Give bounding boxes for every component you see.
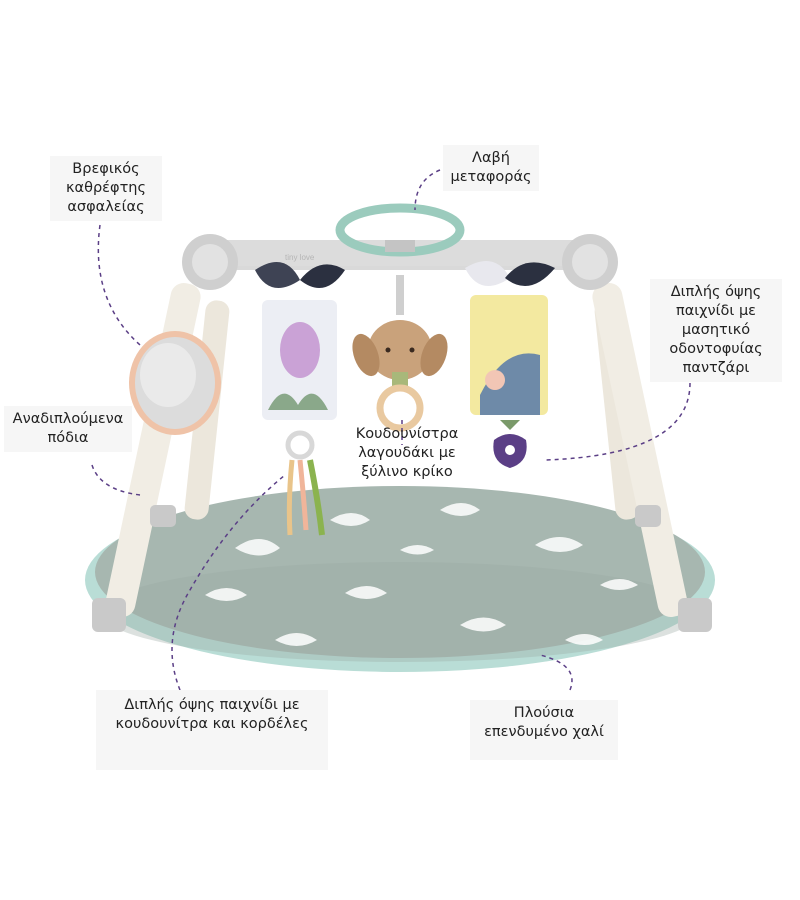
label-line: πόδια (47, 430, 89, 446)
label-line: καθρέφτης (65, 180, 146, 196)
label-beet-teether-toy: Διπλής όψης παιχνίδι με μασητικό οδοντοφ… (650, 279, 782, 382)
label-line: οδοντοφυίας (669, 341, 763, 357)
label-folding-legs: Αναδιπλούμενα πόδια (4, 406, 132, 452)
label-line: Λαβή (472, 150, 510, 166)
label-line: λαγουδάκι με (358, 445, 456, 461)
label-padded-mat: Πλούσια επενδυμένο χαλί (470, 700, 618, 760)
label-line: Διπλής όψης (670, 284, 762, 300)
top-frame: tiny love (182, 234, 618, 290)
leader-lines (91, 169, 691, 691)
label-line: παιχνίδι με (675, 303, 757, 319)
padded-mat (85, 486, 715, 672)
beet-teether-toy (465, 260, 555, 468)
label-baby-safety-mirror: Βρεφικός καθρέφτης ασφαλείας (50, 156, 162, 221)
label-line: Διπλής όψης παιχνίδι με (124, 697, 300, 713)
carry-handle (335, 203, 465, 257)
label-line: ασφαλείας (67, 199, 145, 215)
label-line: ξύλινο κρίκο (361, 464, 453, 480)
ribbon-rattle-toy (255, 262, 345, 536)
label-line: Βρεφικός (72, 161, 140, 177)
label-bunny-rattle: Κουδουνίστρα λαγουδάκι με ξύλινο κρίκο (347, 421, 467, 486)
label-line: μασητικό (681, 322, 751, 338)
label-line: παντζάρι (682, 360, 750, 376)
brand-logo: tiny love (285, 253, 315, 262)
baby-safety-mirror (129, 331, 221, 435)
label-line: μεταφοράς (450, 169, 532, 185)
folding-legs (92, 283, 712, 632)
label-line: Αναδιπλούμενα (12, 411, 124, 427)
label-line: Πλούσια (513, 705, 575, 721)
label-line: επενδυμένο χαλί (484, 724, 604, 740)
label-line: Κουδουνίστρα (355, 426, 459, 442)
label-ribbon-rattle-toy: Διπλής όψης παιχνίδι με κουδουνίτρα και … (96, 690, 328, 770)
label-line: κουδουνίτρα και κορδέλες (115, 716, 309, 732)
label-carry-handle: Λαβή μεταφοράς (443, 145, 539, 191)
bunny-rattle (352, 275, 448, 432)
